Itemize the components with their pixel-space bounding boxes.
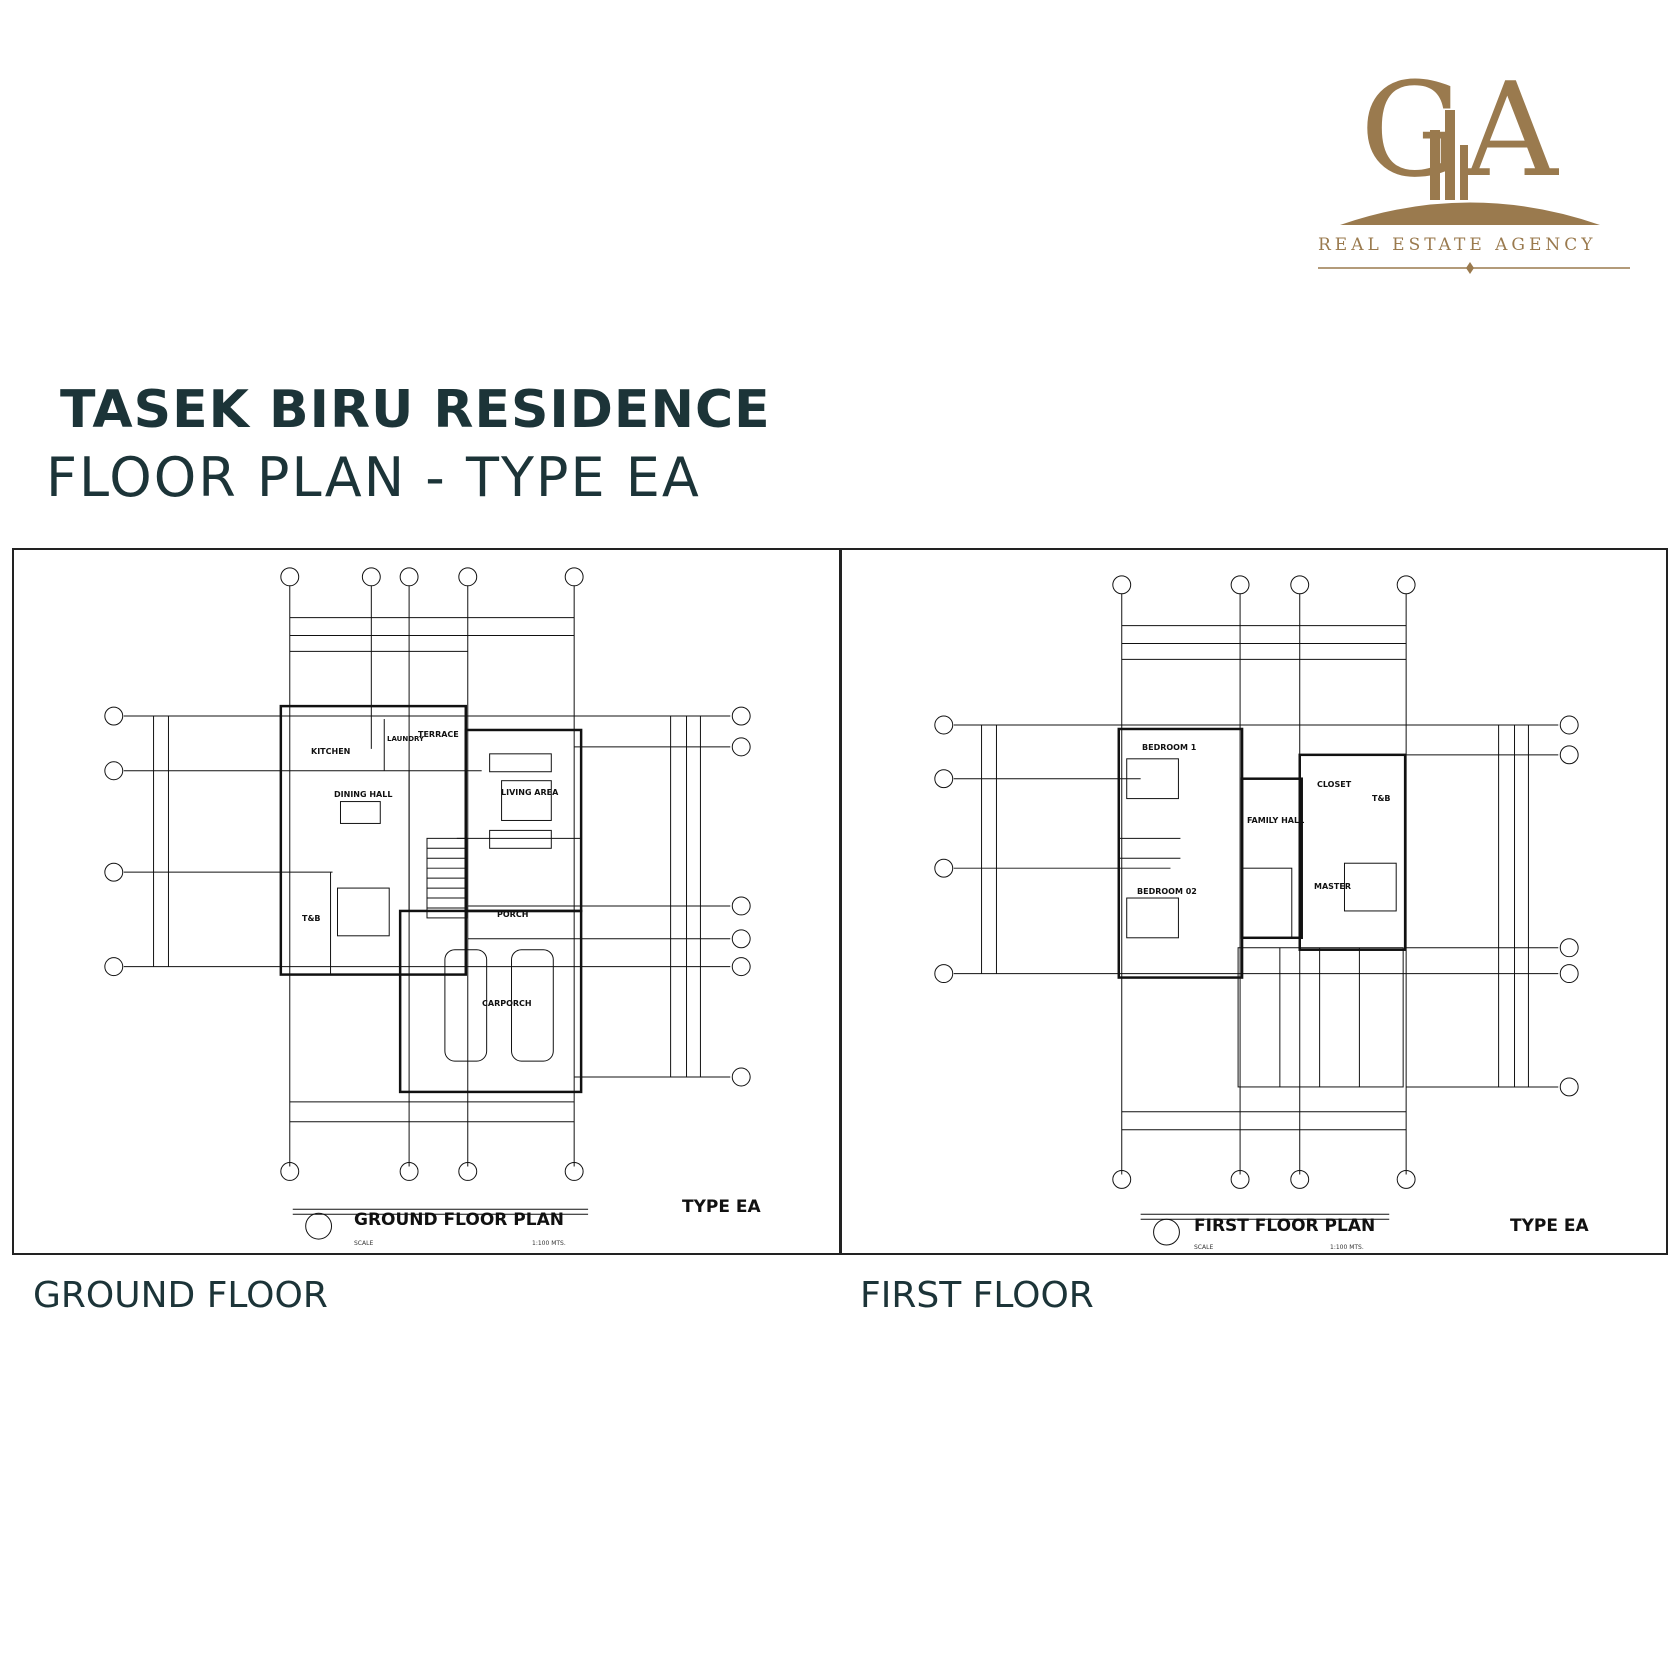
room-carporch: CARPORCH (482, 999, 532, 1008)
page-title: TASEK BIRU RESIDENCE (60, 380, 771, 440)
room-bedroom-1: BEDROOM 1 (1142, 743, 1197, 752)
first-floor-caption: FIRST FLOOR (860, 1275, 1094, 1316)
ground-floor-caption: GROUND FLOOR (33, 1275, 328, 1316)
ground-scale-value: 1:100 MTS. (532, 1240, 566, 1247)
first-plan-title: FIRST FLOOR PLAN (1194, 1216, 1376, 1236)
room-bedroom-2: BEDROOM 02 (1137, 887, 1197, 896)
room-porch: PORCH (497, 910, 529, 919)
room-tb: T&B (302, 914, 321, 923)
room-laundry: LAUNDRY (387, 735, 425, 743)
company-logo: GA REAL ESTATE AGENCY (1300, 50, 1640, 290)
room-living: LIVING AREA (501, 788, 559, 797)
ground-scale-label: SCALE (354, 1240, 374, 1247)
ground-type-label: TYPE EA (682, 1197, 761, 1217)
first-floor-drawing (934, 575, 1579, 1246)
page-subtitle: FLOOR PLAN - TYPE EA (46, 446, 701, 509)
room-dining: DINING HALL (334, 790, 393, 799)
ground-plan-title: GROUND FLOOR PLAN (354, 1210, 564, 1230)
first-floor-panel: BEDROOM 1 BEDROOM 02 FAMILY HALL CLOSET … (840, 548, 1668, 1255)
ga-monogram-icon: GA REAL ESTATE AGENCY (1318, 54, 1630, 274)
logo-tagline: REAL ESTATE AGENCY (1318, 235, 1597, 255)
first-type-label: TYPE EA (1510, 1216, 1589, 1236)
room-terrace: TERRACE (418, 730, 459, 739)
first-scale-label: SCALE (1194, 1244, 1214, 1251)
logo-monogram: GA (1360, 54, 1560, 206)
ground-floor-drawing (104, 567, 751, 1240)
ground-floor-panel: KITCHEN LAUNDRY TERRACE LIVING AREA DINI… (12, 548, 841, 1255)
room-kitchen: KITCHEN (311, 747, 351, 756)
room-tb: T&B (1372, 794, 1391, 803)
room-family-hall: FAMILY HALL (1247, 816, 1305, 825)
room-closet: CLOSET (1317, 780, 1352, 789)
room-master: MASTER (1314, 882, 1351, 891)
first-scale-value: 1:100 MTS. (1330, 1244, 1364, 1251)
